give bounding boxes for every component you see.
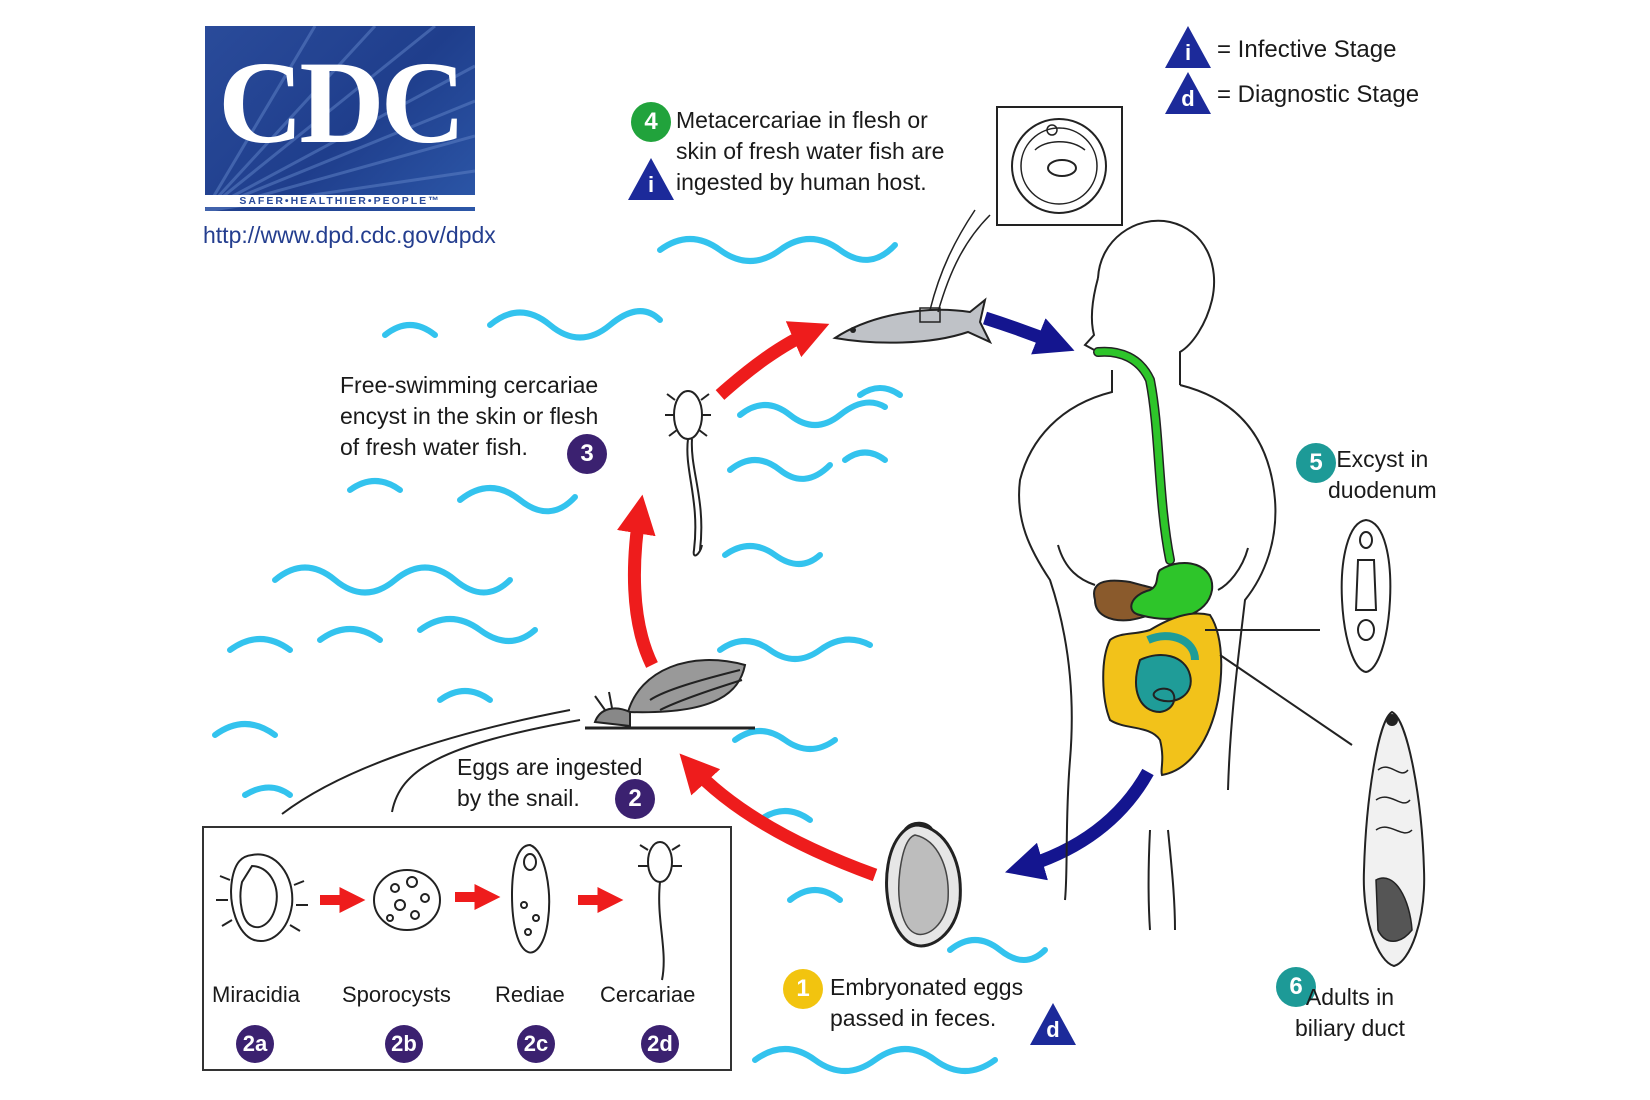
cercaria-drawing: [665, 390, 711, 557]
legend-diagnostic-label: = Diagnostic Stage: [1217, 81, 1420, 108]
sporocyst-drawing: [373, 869, 441, 931]
snail-callout-lines: [281, 709, 581, 815]
inset-label-miracidia: Miracidia: [212, 982, 301, 1007]
triangle-letter: d: [1181, 86, 1195, 111]
text-line: skin of fresh water fish are: [676, 138, 945, 164]
human-figure-drawing: [1018, 219, 1277, 931]
infective-stage-triangle: i: [1165, 26, 1211, 68]
text-line: passed in feces.: [830, 1005, 997, 1031]
step-6-badge: 6: [1276, 967, 1316, 1007]
red-cycle-arrows: [617, 321, 878, 882]
step-4-infective-triangle: i: [628, 158, 674, 200]
text-line: of fresh water fish.: [340, 434, 528, 460]
cdc-letters: CDC: [218, 37, 466, 168]
step-2-text: Eggs are ingested by the snail.: [457, 752, 642, 814]
miracidium-drawing: [216, 853, 308, 943]
legend-infective-label: = Infective Stage: [1217, 36, 1397, 63]
source-url[interactable]: http://www.dpd.cdc.gov/dpdx: [203, 222, 496, 248]
text-line: by the snail.: [457, 785, 580, 811]
text-line: biliary duct: [1295, 1015, 1405, 1041]
metacercaria-drawing: [996, 106, 1123, 226]
fish-drawing: [832, 209, 993, 345]
adult-fluke-drawing: [1362, 710, 1426, 968]
text-line: Eggs are ingested: [457, 754, 643, 780]
excysted-fluke-drawing: [1340, 518, 1392, 674]
snail-stages-inset: [202, 826, 732, 1071]
inset-label-sporocysts: Sporocysts: [342, 982, 451, 1007]
step-1-diagnostic-triangle: d: [1030, 1003, 1076, 1045]
text-line: duodenum: [1328, 477, 1437, 503]
text-line: Adults in: [1305, 984, 1395, 1010]
cdc-tagline: SAFER•HEALTHIER•PEOPLE™: [205, 195, 475, 207]
inset-badge-2c: 2c: [517, 1025, 555, 1063]
triangle-icon: [1030, 1003, 1076, 1045]
text-line: encyst in the skin or flesh: [340, 403, 599, 429]
logo-rays: [205, 26, 475, 211]
step-1-badge: 1: [783, 969, 823, 1009]
blue-cycle-arrows: [983, 311, 1154, 881]
step-3-text: Free-swimming cercariae encyst in the sk…: [340, 370, 598, 463]
text-line: Free-swimming cercariae: [340, 372, 599, 398]
triangle-letter: i: [1184, 40, 1192, 65]
inset-label-rediae: Rediae: [495, 982, 565, 1007]
text-line: Embryonated eggs: [830, 974, 1024, 1000]
step-2-badge: 2: [615, 779, 655, 819]
inset-badge-2b: 2b: [385, 1025, 423, 1063]
cdc-logo: CDC SAFER•HEALTHIER•PEOPLE™: [205, 26, 475, 211]
step-4-text: Metacercariae in flesh or skin of fresh …: [676, 105, 944, 198]
triangle-icon: [1165, 26, 1211, 68]
inset-label-cercariae: Cercariae: [600, 982, 696, 1007]
embryonated-egg-drawing: [885, 821, 962, 948]
step-6-text: Adults in biliary duct: [1295, 982, 1405, 1044]
triangle-icon: [628, 158, 674, 200]
step-4-badge: 4: [631, 102, 671, 142]
triangle-letter: i: [647, 172, 655, 197]
text-line: ingested by human host.: [676, 169, 927, 195]
water-waves: [212, 236, 1048, 1074]
inset-arrows: [320, 884, 624, 913]
inset-badge-2a: 2a: [236, 1025, 274, 1063]
digestive-tract-drawing: [1093, 346, 1223, 777]
snail-drawing: [585, 659, 755, 730]
step-5-text: Excyst in duodenum: [1328, 444, 1437, 506]
diagnostic-stage-triangle: d: [1165, 72, 1211, 114]
triangle-icon: [1165, 72, 1211, 114]
inset-badge-2d: 2d: [641, 1025, 679, 1063]
step-3-badge: 3: [567, 434, 607, 474]
inset-cercaria-drawing: [638, 841, 682, 981]
step-5-badge: 5: [1296, 443, 1336, 483]
redia-drawing: [510, 843, 551, 954]
text-line: Metacercariae in flesh or: [676, 107, 928, 133]
text-line: Excyst in: [1336, 446, 1429, 472]
triangle-letter: d: [1046, 1017, 1060, 1042]
step-1-text: Embryonated eggs passed in feces.: [830, 972, 1023, 1034]
body-callout-lines: [1205, 629, 1353, 746]
